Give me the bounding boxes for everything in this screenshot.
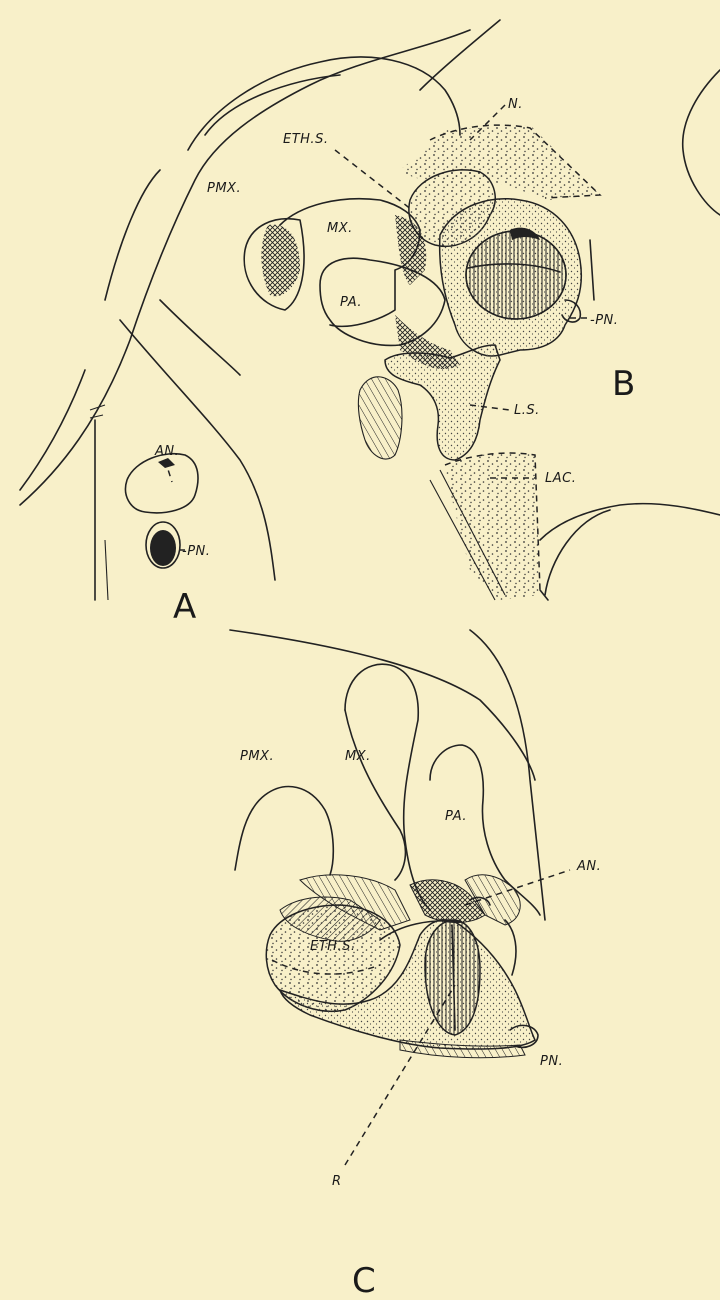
label-an-c: AN. — [576, 859, 601, 874]
label-pa: PA. — [340, 295, 362, 310]
label-pn-a: -PN. — [182, 544, 210, 559]
panel-c — [230, 630, 545, 1058]
label-r: R — [332, 1174, 342, 1189]
label-mx-c: MX. — [345, 749, 371, 764]
panel-a — [20, 370, 198, 600]
label-eth-s: ETH.S. — [283, 132, 328, 147]
figure-label-b: B — [612, 364, 635, 404]
label-lac: LAC. — [545, 471, 576, 486]
label-pa-c: PA. — [445, 809, 467, 824]
label-mx: MX. — [327, 221, 353, 236]
label-ls: L.S. — [514, 403, 540, 418]
label-eth-s-c: ETH.S. — [310, 939, 355, 954]
label-pmx: PMX. — [207, 181, 241, 196]
figure-label-c: C — [352, 1261, 376, 1300]
label-an: AN. — [154, 444, 179, 459]
label-pn: -PN. — [590, 313, 618, 328]
label-pn-c: PN. — [540, 1054, 563, 1069]
label-pmx-c: PMX. — [240, 749, 274, 764]
label-n: N. — [508, 97, 523, 112]
figure-label-a: A — [173, 587, 196, 627]
panel-b — [20, 20, 720, 600]
